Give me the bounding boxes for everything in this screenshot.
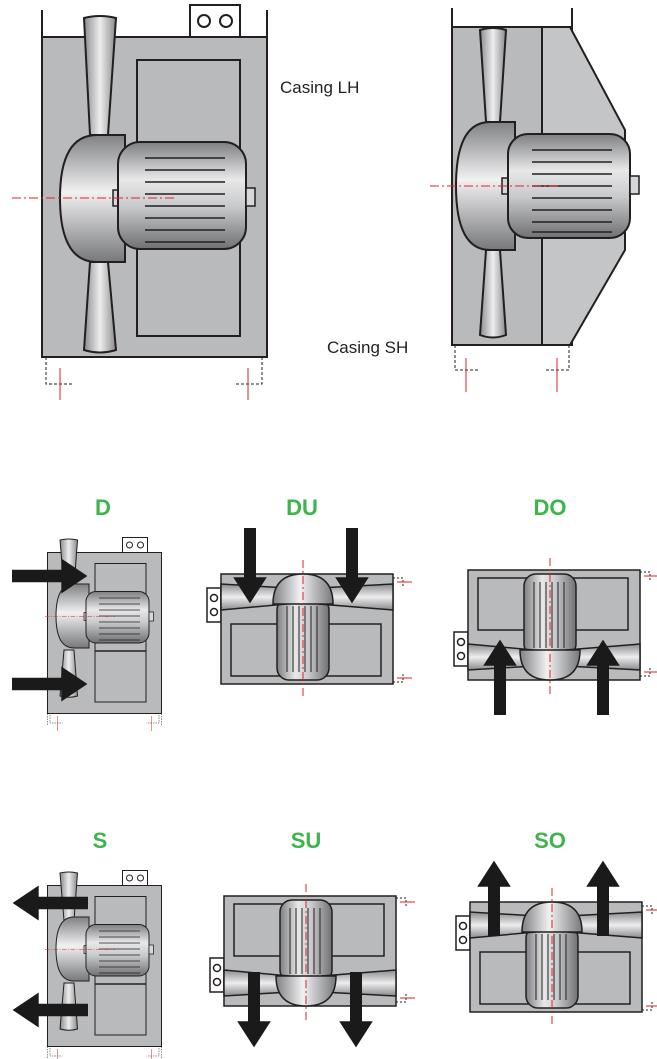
casing-lh-unit	[12, 4, 268, 400]
arrangement-su-diagram	[209, 883, 416, 1048]
arrangement-code-do: DO	[534, 495, 567, 520]
arrangement-code-d: D	[95, 495, 111, 520]
arrangement-code-su: SU	[291, 828, 322, 853]
arrangement-code-du: DU	[286, 495, 318, 520]
arrangement-d-diagram	[12, 536, 163, 732]
arrangement-code-so: SO	[534, 828, 566, 853]
arrangement-du-diagram	[206, 528, 413, 697]
casing-sh-label: Casing SH	[327, 338, 408, 357]
casing-sh-unit	[430, 8, 640, 392]
arrangement-s-diagram	[12, 869, 163, 1059]
arrangement-so-diagram	[455, 860, 657, 1025]
casing-lh-label: Casing LH	[280, 78, 359, 97]
arrangement-code-s: S	[93, 828, 108, 853]
arrangement-do-diagram	[453, 557, 657, 715]
